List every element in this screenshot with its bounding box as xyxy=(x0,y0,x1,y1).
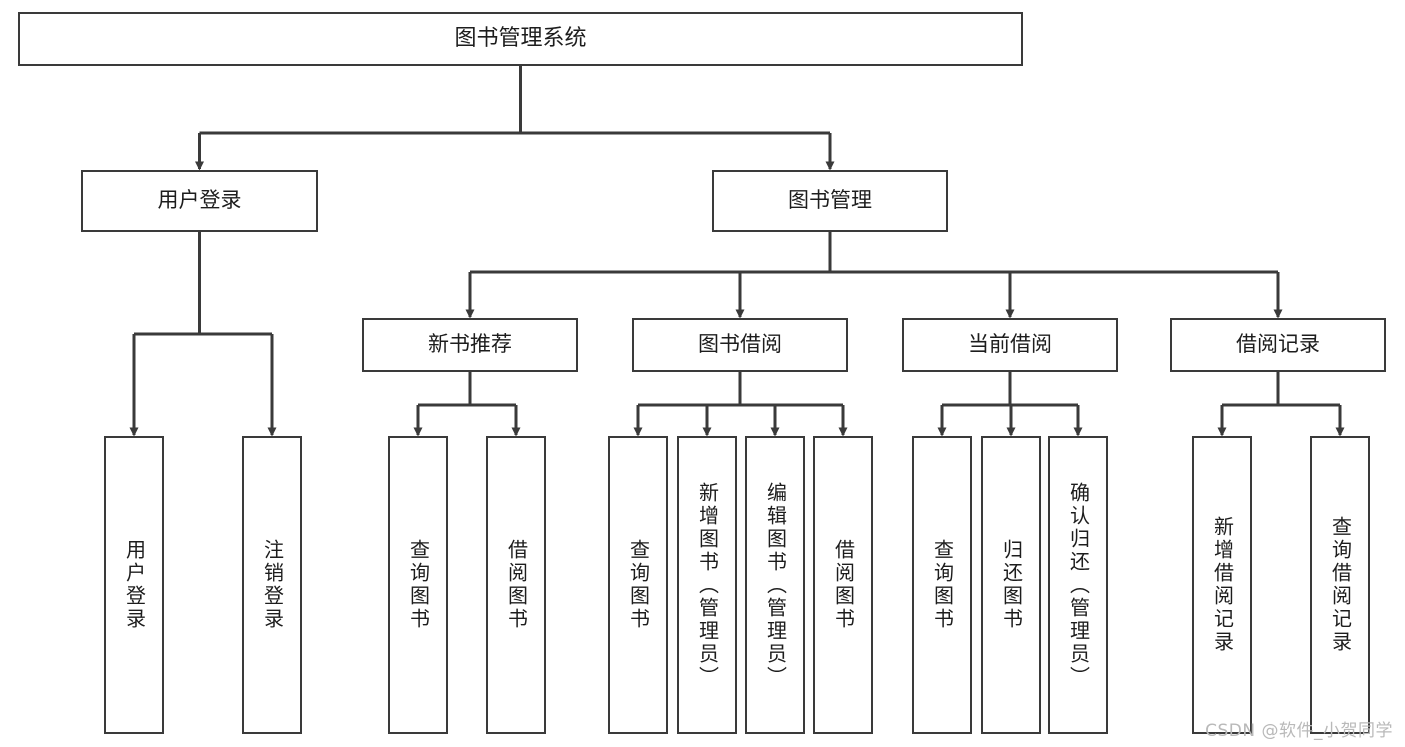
node-borrow-record[interactable]: 借阅记录 xyxy=(1170,318,1386,372)
node-label-leaf-query-book-1: 查询图书 xyxy=(406,539,431,631)
node-leaf-query-book-3[interactable]: 查询图书 xyxy=(912,436,972,734)
node-user-login[interactable]: 用户登录 xyxy=(81,170,318,232)
node-leaf-query-book-1[interactable]: 查询图书 xyxy=(388,436,448,734)
node-leaf-user-login[interactable]: 用户登录 xyxy=(104,436,164,734)
node-label-leaf-confirm-return: 确认归还（管理员） xyxy=(1066,481,1091,689)
node-leaf-add-record[interactable]: 新增借阅记录 xyxy=(1192,436,1252,734)
node-label-leaf-add-record: 新增借阅记录 xyxy=(1210,516,1235,654)
node-leaf-query-book-2[interactable]: 查询图书 xyxy=(608,436,668,734)
node-label-user-login: 用户登录 xyxy=(157,188,242,213)
node-leaf-borrow-book-2[interactable]: 借阅图书 xyxy=(813,436,873,734)
node-leaf-return-book[interactable]: 归还图书 xyxy=(981,436,1041,734)
node-label-root: 图书管理系统 xyxy=(454,25,587,51)
node-label-book-borrow: 图书借阅 xyxy=(698,332,782,357)
node-label-current-borrow: 当前借阅 xyxy=(968,332,1052,357)
node-label-leaf-borrow-book-1: 借阅图书 xyxy=(504,539,529,631)
node-leaf-borrow-book-1[interactable]: 借阅图书 xyxy=(486,436,546,734)
node-label-leaf-edit-book: 编辑图书（管理员） xyxy=(763,481,788,689)
node-label-leaf-add-book: 新增图书（管理员） xyxy=(695,481,720,689)
node-leaf-query-record[interactable]: 查询借阅记录 xyxy=(1310,436,1370,734)
node-label-book-manage: 图书管理 xyxy=(788,188,872,213)
node-book-manage[interactable]: 图书管理 xyxy=(712,170,948,232)
node-leaf-confirm-return[interactable]: 确认归还（管理员） xyxy=(1048,436,1108,734)
node-leaf-edit-book[interactable]: 编辑图书（管理员） xyxy=(745,436,805,734)
node-label-leaf-query-book-2: 查询图书 xyxy=(626,539,651,631)
edge-layer xyxy=(129,66,1345,437)
node-label-new-book-recommend: 新书推荐 xyxy=(428,332,512,357)
node-label-borrow-record: 借阅记录 xyxy=(1236,332,1320,357)
node-current-borrow[interactable]: 当前借阅 xyxy=(902,318,1118,372)
node-new-book-recommend[interactable]: 新书推荐 xyxy=(362,318,578,372)
node-label-leaf-query-record: 查询借阅记录 xyxy=(1328,516,1353,654)
node-label-leaf-query-book-3: 查询图书 xyxy=(930,539,955,631)
node-label-leaf-user-login: 用户登录 xyxy=(122,539,147,631)
node-book-borrow[interactable]: 图书借阅 xyxy=(632,318,848,372)
node-label-leaf-return-book: 归还图书 xyxy=(999,539,1024,631)
node-label-leaf-logout: 注销登录 xyxy=(260,539,285,631)
node-root[interactable]: 图书管理系统 xyxy=(18,12,1023,66)
node-leaf-logout[interactable]: 注销登录 xyxy=(242,436,302,734)
node-label-leaf-borrow-book-2: 借阅图书 xyxy=(831,539,856,631)
node-leaf-add-book[interactable]: 新增图书（管理员） xyxy=(677,436,737,734)
